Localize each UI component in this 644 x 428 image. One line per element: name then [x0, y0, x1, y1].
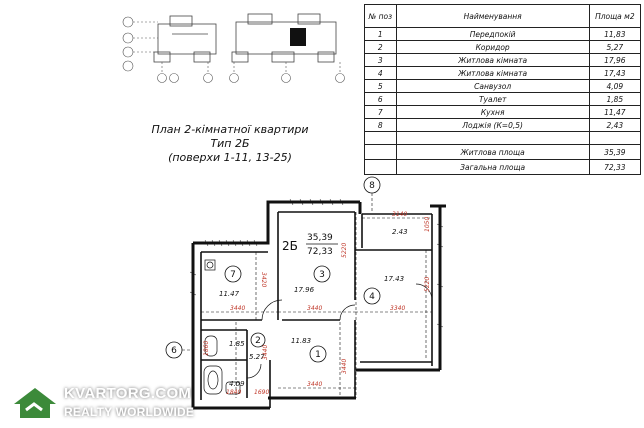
axis-marker-6: 6 — [171, 346, 177, 356]
area-room-7: 11.47 — [219, 290, 240, 298]
room-number-2: 2 — [255, 336, 261, 346]
dim-3420: 3420 — [260, 272, 267, 287]
room-number-4: 4 — [369, 292, 375, 302]
room-number-1: 1 — [315, 350, 321, 360]
area-room-6: 1.85 — [229, 340, 245, 348]
apt-type-label: 2Б — [282, 239, 298, 253]
dim-1840: 1840 — [226, 389, 241, 396]
dim-3440-room3: 3440 — [307, 305, 322, 312]
dim-3440-hall-vertical: 3440 — [341, 359, 348, 374]
key-plan — [122, 13, 345, 83]
area-room-3: 17.96 — [294, 286, 315, 294]
dim-3440-corridor: 3440 — [262, 345, 269, 360]
dim-3340: 3340 — [390, 305, 405, 312]
area-room-1: 11.83 — [291, 337, 311, 345]
room-number-3: 3 — [319, 270, 325, 280]
dim-1690: 1690 — [254, 389, 269, 396]
table-header-row: № поз Найменування Площа м2 — [364, 4, 642, 28]
plan-floors: (поверхи 1-11, 13-25) — [168, 151, 292, 164]
dim-1050: 1050 — [424, 217, 431, 232]
area-room-2: 5.27 — [249, 353, 265, 361]
watermark-logo: KVARTORG.COM REALTY WORLDWIDE — [12, 384, 212, 424]
room-number-7: 7 — [230, 270, 236, 280]
dim-1860: 1860 — [203, 341, 210, 356]
dim-5220-room4: 5220 — [424, 277, 431, 292]
plan-type: Тип 2Б — [210, 137, 250, 150]
table-row-spacer — [364, 131, 642, 145]
apt-living-label: 35,39 — [307, 233, 333, 243]
dim-3140: 3140 — [392, 211, 407, 218]
col-header-area: Площа м2 — [588, 4, 642, 28]
dim-5220-room3: 5220 — [341, 243, 348, 258]
logo-tagline: REALTY WORLDWIDE — [64, 405, 195, 419]
dim-3440-kitchen: 3440 — [230, 305, 245, 312]
dim-3440-hall: 3440 — [307, 381, 322, 388]
axis-marker-8: 8 — [369, 181, 375, 191]
total-area-value: 72,33 — [588, 159, 642, 175]
area-room-5: 4.09 — [229, 380, 245, 388]
col-header-num: № поз — [364, 4, 397, 28]
logo-name: KVARTORG.COM — [64, 385, 192, 402]
plan-title: План 2-кімнатної квартири — [151, 123, 309, 136]
total-area-label: Загальна площа — [395, 159, 590, 175]
area-room-8: 2.43 — [392, 228, 408, 236]
apt-total-label: 72,33 — [307, 247, 333, 257]
area-room-4: 17.43 — [384, 275, 404, 283]
house-logo-icon — [14, 388, 56, 418]
